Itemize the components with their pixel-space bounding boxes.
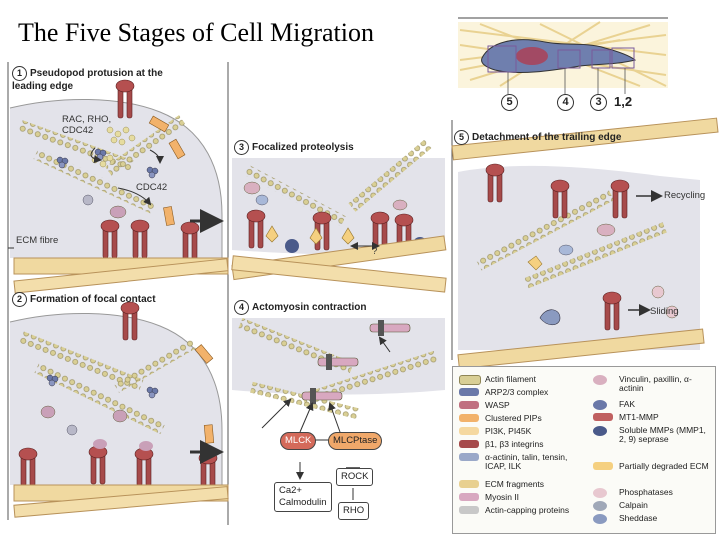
legend-swatch-arp23 <box>459 388 479 396</box>
legend-swatch-soluble-mmps <box>593 426 607 436</box>
legend-vinculin: Vinculin, paxillin, α-actinin <box>619 374 692 393</box>
legend-swatch-mt1mmp <box>593 413 613 421</box>
legend-swatch-pips <box>459 414 479 422</box>
overview-number-4: 4 <box>557 94 574 111</box>
mlck-box: MLCK <box>280 432 317 450</box>
legend-degraded-ecm: Partially degraded ECM <box>619 461 709 471</box>
legend-ecm-fragments: ECM fragments <box>485 479 545 489</box>
panel-5-title: Detachment of the trailing edge <box>472 132 622 143</box>
legend-capping: Actin-capping proteins <box>485 505 570 515</box>
panel-4-title: Actomyosin contraction <box>252 302 367 313</box>
legend-mt1mmp: MT1-MMP <box>619 412 659 422</box>
legend-calpain: Calpain <box>619 500 648 510</box>
legend-arp23: ARP2/3 complex <box>485 387 549 397</box>
legend-swatch-actinin <box>459 453 479 461</box>
legend-swatch-phosphatases <box>593 488 607 498</box>
overview-number-5: 5 <box>501 94 518 111</box>
label-rac-rho-cdc42: RAC, RHO, CDC42 <box>62 114 112 136</box>
panel-3-title: Focalized proteolysis <box>252 142 354 153</box>
overview-number-3: 3 <box>590 94 607 111</box>
legend-actin: Actin filament <box>485 374 537 384</box>
panel-2-number: 2 <box>12 292 27 307</box>
legend-actinin-talin: α-actinin, talin, tensin, ICAP, ILK <box>485 452 568 471</box>
legend-phosphatases: Phosphatases <box>619 487 673 497</box>
ca-label: Ca2+ <box>279 485 302 496</box>
label-cdc42: CDC42 <box>136 182 168 193</box>
legend-fak: FAK <box>619 399 636 409</box>
legend-swatch-myosin <box>459 493 479 501</box>
legend-swatch-sheddase <box>593 514 607 524</box>
panel-5-number: 5 <box>454 130 469 145</box>
legend-swatch-degraded-ecm <box>593 462 613 470</box>
panel-1-title: Pseudopod protusion at the leading edge <box>12 68 163 92</box>
page-title: The Five Stages of Cell Migration <box>18 18 375 47</box>
panel-3-number: 3 <box>234 140 249 155</box>
legend-swatch-vinculin <box>593 375 607 385</box>
legend-soluble-mmps: Soluble MMPs (MMP1, 2, 9) seprase <box>619 425 706 444</box>
calmodulin-label: Calmodulin <box>279 497 327 508</box>
legend-myosin: Myosin II <box>485 492 520 502</box>
panel-4-number: 4 <box>234 300 249 315</box>
legend-integrins: β1, β3 integrins <box>485 439 544 449</box>
overview-number-1-2: 1,2 <box>614 94 633 109</box>
label-sliding: Sliding <box>650 306 679 317</box>
panel-2-title: Formation of focal contact <box>30 294 156 305</box>
legend-pi3k: PI3K, PI45K <box>485 426 532 436</box>
legend-wasp: WASP <box>485 400 510 410</box>
label-ecm-fibre: ECM fibre <box>16 235 59 246</box>
rho-box: RHO <box>338 502 370 520</box>
legend-swatch-ecm-fragments <box>459 480 479 488</box>
label-recycling: Recycling <box>664 190 706 201</box>
legend-swatch-calpain <box>593 501 607 511</box>
legend-swatch-pi3k <box>459 427 479 435</box>
rock-box: ROCK <box>336 468 374 486</box>
legend-swatch-fak <box>593 400 607 410</box>
label-question: ? <box>372 246 378 257</box>
panel-1-number: 1 <box>12 66 27 81</box>
legend-sheddase: Sheddase <box>619 513 658 523</box>
legend-swatch-actin <box>459 375 481 385</box>
legend-swatch-integrins <box>459 440 479 448</box>
legend: Actin filament ARP2/3 complex WASP Clust… <box>452 366 716 534</box>
mlcptase-box: MLCPtase <box>328 432 383 450</box>
legend-swatch-wasp <box>459 401 479 409</box>
ca-calmodulin-box: Ca2+ Calmodulin <box>274 482 332 512</box>
legend-swatch-capping <box>459 506 479 514</box>
legend-pips: Clustered PIPs <box>485 413 542 423</box>
